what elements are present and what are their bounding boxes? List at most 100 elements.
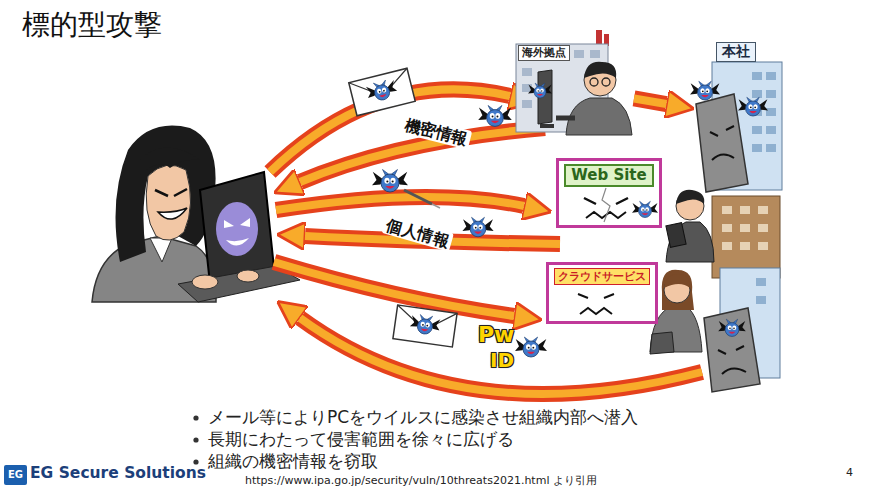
cloud-user <box>704 308 760 392</box>
overseas-office <box>516 30 632 135</box>
attack-arrow <box>270 89 702 394</box>
headquarters <box>712 154 734 160</box>
website-user <box>722 206 732 214</box>
virus-character <box>404 190 432 204</box>
headquarters <box>738 97 768 116</box>
attacker-figure <box>146 165 190 240</box>
attacker-figure <box>158 208 187 219</box>
attack-arrow <box>300 318 702 394</box>
attack-arrow <box>276 197 524 210</box>
attack-arrow <box>300 318 702 394</box>
overseas-office <box>522 100 532 108</box>
overseas-office <box>566 98 632 135</box>
cloud-service-box: クラウドサービス <box>546 262 658 324</box>
website-user <box>712 196 780 278</box>
attacker-figure <box>150 238 172 262</box>
attack-arrow <box>270 89 702 394</box>
overseas-office <box>540 124 554 128</box>
website-user <box>666 222 714 262</box>
attacker-figure <box>140 148 200 176</box>
attacker-figure <box>216 202 258 256</box>
headquarters <box>766 126 776 134</box>
attack-arrow <box>276 197 524 210</box>
website-panel <box>556 158 660 228</box>
node-label: 海外拠点 <box>518 45 570 61</box>
infected-mail <box>365 78 399 103</box>
virus-character <box>515 337 547 357</box>
overseas-office <box>584 62 616 78</box>
infected-mail <box>393 305 457 347</box>
website-user <box>740 206 750 214</box>
website-user <box>666 190 780 278</box>
bullet-text: メール等によりPCをウイルスに感染させ組織内部へ潜入 <box>208 407 638 427</box>
virus-character <box>432 204 440 208</box>
infected-mail <box>349 68 415 116</box>
virus-character <box>372 170 408 193</box>
website-user <box>666 223 686 248</box>
overseas-office-box: 海外拠点 <box>512 40 634 136</box>
attacker-figure <box>226 238 249 246</box>
website-user <box>758 242 768 250</box>
overseas-office <box>602 78 610 86</box>
overseas-office <box>590 78 598 86</box>
website-user <box>758 224 768 232</box>
infected-mail <box>349 68 415 116</box>
overseas-office <box>574 50 584 58</box>
attacker-figure <box>192 275 218 289</box>
headquarters <box>766 90 776 98</box>
headquarters <box>766 72 776 80</box>
cloud-user <box>664 274 690 288</box>
cloud-user <box>718 346 744 354</box>
source-note: https://www.ipa.go.jp/security/vuln/10th… <box>245 474 597 487</box>
overseas-office <box>522 68 532 76</box>
company-name: EG Secure Solutions <box>30 464 206 483</box>
attacker-figure <box>92 126 300 302</box>
node-label: 本社 <box>716 42 756 62</box>
attacker-figure <box>200 172 274 284</box>
website-user <box>740 224 750 232</box>
website-panel <box>602 188 610 222</box>
virus-character <box>372 105 547 357</box>
attacker-figure <box>237 270 259 282</box>
page-number: 4 <box>846 466 853 479</box>
node-label: Web Site <box>564 164 653 187</box>
bullet-dot <box>193 459 198 464</box>
attack-arrow-connector <box>634 98 666 104</box>
overseas-office <box>590 50 600 58</box>
bullet-dot <box>193 415 198 420</box>
headquarters <box>690 81 720 100</box>
headquarters <box>752 90 762 98</box>
cloud-user <box>756 278 766 286</box>
infected-mail <box>349 68 412 103</box>
cloud-user <box>650 268 780 392</box>
cloud-user <box>718 319 746 336</box>
infected-mail <box>393 305 457 347</box>
slide-title: 標的型攻撃 <box>22 6 162 44</box>
attack-arrow <box>274 262 514 316</box>
website-user <box>722 224 732 232</box>
bullet-text: 組織の機密情報を窃取 <box>208 451 378 471</box>
attack-arrow-fill <box>634 98 666 104</box>
website-user <box>740 242 750 250</box>
overseas-office <box>528 83 552 98</box>
attack-arrow-outline <box>634 98 666 104</box>
cloud-service-panel <box>580 308 612 314</box>
infected-mail <box>409 313 441 336</box>
credential-tag: ID <box>490 348 514 372</box>
bullet-text: 長期にわたって侵害範囲を徐々に広げる <box>208 429 514 449</box>
overseas-office <box>556 116 575 121</box>
website-user <box>722 242 732 250</box>
node-label: クラウドサービス <box>554 268 650 285</box>
virus-character <box>462 217 493 237</box>
website-user <box>676 190 704 204</box>
bullet-dot <box>193 415 198 464</box>
headquarters <box>752 144 762 152</box>
website-panel <box>556 158 660 228</box>
logo-mark: EG <box>4 465 27 485</box>
virus-character <box>478 105 512 126</box>
bullet-dot <box>193 437 198 442</box>
headquarters <box>766 144 776 152</box>
cloud-user <box>662 270 694 310</box>
cloud-user <box>722 368 746 374</box>
